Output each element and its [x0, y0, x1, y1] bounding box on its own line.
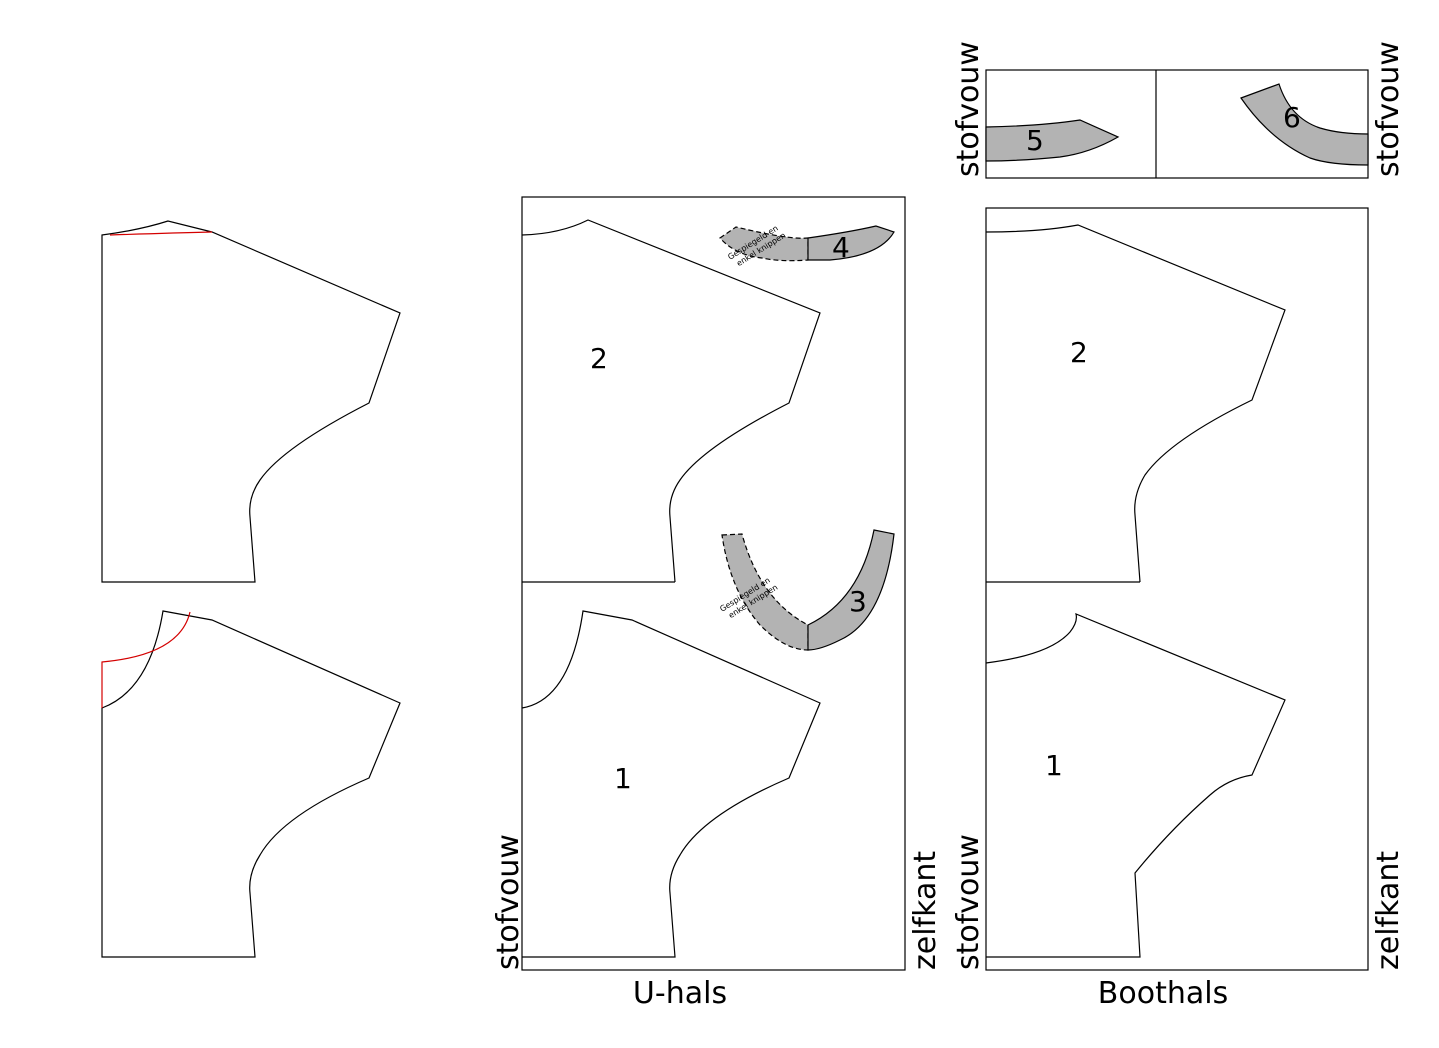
uhals-selvage-label: zelfkant [908, 851, 943, 970]
uhals-layout: 2 1 4 3 Gespiegeld en enkel knippen Gesp… [491, 196, 943, 1011]
facing-back-boothals-number: 6 [1283, 101, 1301, 134]
boothals-fold-label: stofvouw [951, 834, 986, 970]
uhals-facing-front-mirror [721, 533, 809, 651]
facings-fold-label-left: stofvouw [951, 41, 986, 177]
uhals-piece-back-number: 2 [590, 342, 608, 375]
uhals-piece-front [521, 610, 821, 958]
uhals-piece-back [521, 219, 821, 583]
boothals-piece-back [985, 224, 1286, 583]
fabric-outline-facings [985, 69, 1369, 179]
uhals-facing-front-number: 3 [849, 585, 867, 618]
source-pattern-front [101, 610, 401, 958]
facing-front-boothals-number: 5 [1026, 124, 1044, 157]
uhals-facing-back-number: 4 [832, 231, 850, 264]
fabric-outline-uhals [521, 196, 906, 971]
facing-front-boothals [985, 119, 1120, 162]
facing-back-boothals [1240, 83, 1369, 166]
neckline-modification-front [101, 611, 191, 708]
source-pattern-back [101, 220, 401, 583]
boothals-piece-front [985, 612, 1286, 958]
uhals-facing-back-mirror [719, 226, 809, 262]
boothals-caption: Boothals [1098, 976, 1228, 1011]
boothals-selvage-label: zelfkant [1371, 851, 1406, 970]
uhals-caption: U-hals [633, 976, 727, 1011]
boothals-piece-back-number: 2 [1070, 336, 1088, 369]
facings-fold-label-right: stofvouw [1371, 41, 1406, 177]
uhals-facing-front [807, 529, 895, 651]
neckline-modification-back [109, 231, 213, 236]
uhals-fold-label: stofvouw [491, 834, 526, 970]
uhals-facing-back [807, 225, 895, 261]
facings-layout: 5 6 stofvouw stofvouw [951, 41, 1406, 179]
boothals-piece-front-number: 1 [1045, 749, 1063, 782]
uhals-piece-front-number: 1 [614, 762, 632, 795]
boothals-layout: 2 1 stofvouw zelfkant Boothals [951, 207, 1406, 1011]
fabric-outline-boothals [985, 207, 1369, 971]
